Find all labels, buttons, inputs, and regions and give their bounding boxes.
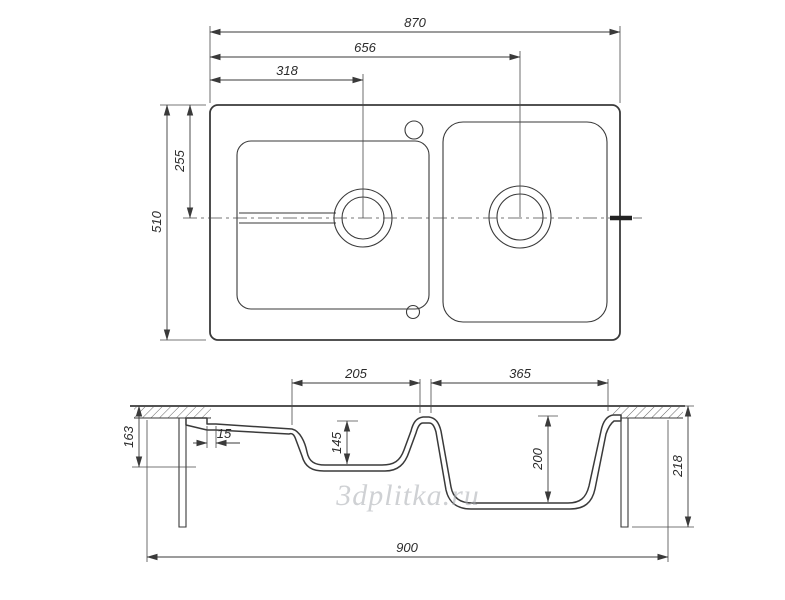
section-view: 205 365 15 145 200 163 21 <box>121 366 694 562</box>
sink-section-profile <box>185 414 622 510</box>
right-basin-rect <box>442 121 608 323</box>
dim-section-overall-width: 900 <box>146 540 669 561</box>
faucet-hole-top <box>404 120 424 140</box>
dim-overall-depth: 510 <box>149 104 171 341</box>
dim-left-height-label: 163 <box>121 425 136 447</box>
top-view: 870 656 318 510 255 <box>149 15 642 341</box>
dim-left-drain-offset: 318 <box>209 63 364 84</box>
dim-right-bowl-width-label: 365 <box>509 366 531 381</box>
watermark: 3dplitka.ru <box>335 479 480 512</box>
left-basin-rect <box>236 140 430 310</box>
dim-drain-centerline: 255 <box>172 104 194 219</box>
dim-left-bowl-width: 205 <box>291 366 421 387</box>
countertop-hatch-right <box>613 407 683 419</box>
sink-outline <box>209 104 621 341</box>
faucet-hole-bottom <box>405 304 421 320</box>
right-basin <box>442 121 608 323</box>
dim-right-height-label: 218 <box>670 454 685 477</box>
dim-overall-depth-label: 510 <box>149 210 164 232</box>
right-apron <box>620 418 629 528</box>
dim-section-overall-width-label: 900 <box>396 540 418 555</box>
dim-left-drain-offset-label: 318 <box>276 63 298 78</box>
dim-right-bowl-width: 365 <box>430 366 609 387</box>
dim-right-drain-offset-label: 656 <box>354 40 376 55</box>
dim-step: 15 <box>193 426 240 447</box>
dim-left-bowl-width-label: 205 <box>344 366 367 381</box>
dim-drain-centerline-label: 255 <box>172 149 187 172</box>
left-basin <box>236 140 430 310</box>
countertop-hatch-left <box>134 407 211 419</box>
extension-lines-top <box>160 26 621 341</box>
dim-right-height: 218 <box>670 405 692 528</box>
dim-right-bowl-depth-label: 200 <box>530 447 545 470</box>
dim-overall-width-label: 870 <box>404 15 426 30</box>
dim-overall-width: 870 <box>209 15 621 36</box>
dim-right-bowl-depth: 200 <box>530 415 552 503</box>
dim-left-height: 163 <box>121 405 143 468</box>
dim-left-bowl-depth-label: 145 <box>329 431 344 453</box>
dim-right-drain-offset: 656 <box>209 40 521 61</box>
dim-left-bowl-depth: 145 <box>329 420 351 465</box>
left-apron <box>178 418 187 528</box>
dim-step-label: 15 <box>217 426 232 441</box>
